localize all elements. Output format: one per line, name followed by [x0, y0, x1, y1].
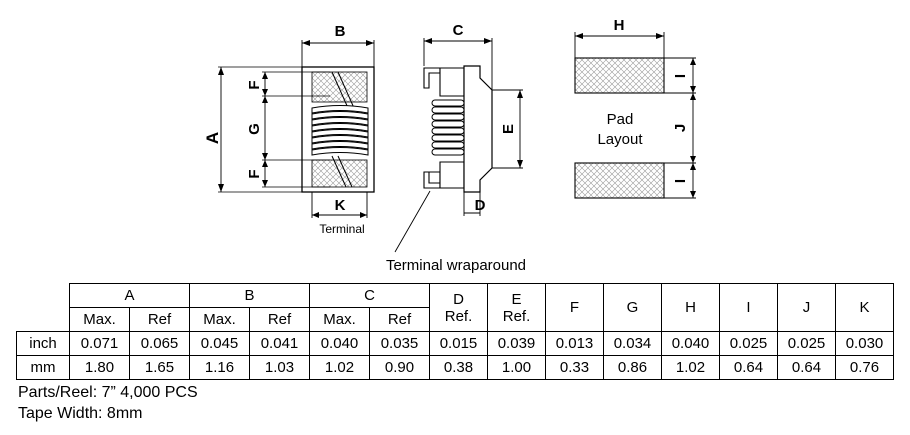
header-c: C: [309, 283, 430, 308]
table-cell: 0.030: [835, 331, 894, 356]
pad-label-line2: Layout: [597, 131, 643, 148]
header-g: G: [603, 283, 662, 332]
table-cell: 1.03: [249, 355, 310, 380]
table-cell: 1.16: [189, 355, 250, 380]
header-k: K: [835, 283, 894, 332]
dim-letter-i-top: I: [672, 74, 689, 78]
pad-label-line1: Pad: [607, 111, 634, 128]
table-row-mm: mm 1.80 1.65 1.16 1.03 1.02 0.90 0.38 1.…: [16, 355, 894, 380]
subheader-b-max: Max.: [189, 307, 250, 332]
table-cell: 0.64: [719, 355, 778, 380]
table-cell: 0.034: [603, 331, 662, 356]
dim-letter-e: E: [500, 124, 517, 134]
table-cell: 1.65: [129, 355, 190, 380]
table-cell: 0.065: [129, 331, 190, 356]
dim-letter-g: G: [246, 123, 263, 135]
table-cell: 0.013: [545, 331, 604, 356]
table-cell: 0.025: [777, 331, 836, 356]
header-j: J: [777, 283, 836, 332]
table-cell: 0.33: [545, 355, 604, 380]
pad-bottom: [574, 162, 665, 199]
table-cell: 0.071: [69, 331, 130, 356]
table-cell: 0.045: [189, 331, 250, 356]
table-cell: 0.86: [603, 355, 662, 380]
subheader-c-max: Max.: [309, 307, 370, 332]
table-cell: 0.76: [835, 355, 894, 380]
dim-letter-j: J: [672, 124, 689, 132]
table-cell: 0.38: [429, 355, 488, 380]
top-terminal-wrap: [423, 67, 441, 89]
table-cell: 1.02: [661, 355, 720, 380]
dim-letter-d: D: [475, 197, 486, 214]
table-cell: 0.035: [369, 331, 430, 356]
side-view: C E D Terminal wraparound: [386, 22, 526, 274]
top-terminal-pad: [311, 71, 368, 103]
subheader-a-ref: Ref: [129, 307, 190, 332]
table-cell: 0.040: [661, 331, 720, 356]
subheader-a-max: Max.: [69, 307, 130, 332]
header-i: I: [719, 283, 778, 332]
row-unit: mm: [16, 355, 70, 380]
subheader-b-ref: Ref: [249, 307, 310, 332]
table-cell: 0.039: [487, 331, 546, 356]
dim-letter-f-bottom: F: [246, 169, 263, 178]
dim-letter-k: K: [335, 197, 346, 214]
dim-letter-c: C: [453, 22, 464, 39]
terminal-wraparound-label: Terminal wraparound: [386, 257, 526, 274]
tape-width-note: Tape Width: 8mm: [18, 405, 143, 422]
table-cell: 1.02: [309, 355, 370, 380]
terminal-label: Terminal: [319, 222, 364, 236]
table-cell: 1.80: [69, 355, 130, 380]
dim-letter-a: A: [203, 132, 222, 144]
dim-letter-i-bottom: I: [672, 179, 689, 183]
bottom-terminal-wrap: [423, 171, 441, 189]
subheader-c-ref: Ref: [369, 307, 430, 332]
pad-top: [574, 57, 665, 94]
table-cell: 0.041: [249, 331, 310, 356]
dim-letter-f-top: F: [246, 80, 263, 89]
header-h: H: [661, 283, 720, 332]
pad-layout: H I J I Pad Layout: [574, 17, 696, 199]
parts-reel-note: Parts/Reel: 7” 4,000 PCS: [18, 384, 198, 401]
inductor-dimension-drawing: A F G F B K Terminal: [203, 17, 696, 274]
header-f: F: [545, 283, 604, 332]
table-cell: 0.025: [719, 331, 778, 356]
table-cell: 0.015: [429, 331, 488, 356]
table-row-inch: inch 0.071 0.065 0.045 0.041 0.040 0.035…: [16, 331, 894, 356]
dim-letter-b: B: [335, 23, 346, 40]
table-cell: 0.040: [309, 331, 370, 356]
top-view: A F G F B K Terminal: [203, 23, 375, 236]
row-unit: inch: [16, 331, 70, 356]
dim-letter-h: H: [614, 17, 625, 34]
header-a: A: [69, 283, 190, 308]
coil-winding: [311, 105, 369, 156]
table-cell: 0.64: [777, 355, 836, 380]
table-cell: 0.90: [369, 355, 430, 380]
table-cell: 1.00: [487, 355, 546, 380]
header-b: B: [189, 283, 310, 308]
